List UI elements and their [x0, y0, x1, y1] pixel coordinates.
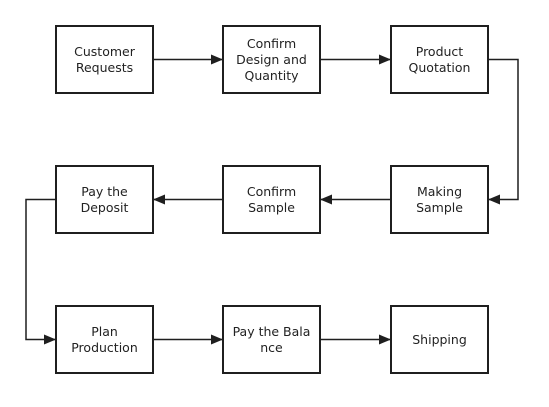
step-confirm-sample: Confirm Sample [222, 165, 321, 234]
step-label: Product Quotation [408, 43, 471, 75]
step-label: Customer Requests [74, 43, 135, 75]
step-shipping: Shipping [390, 305, 489, 374]
connector-n6-n7 [25, 198, 56, 345]
step-product-quotation: Product Quotation [390, 25, 489, 94]
step-label: Confirm Design and Quantity [236, 35, 307, 83]
step-label: Shipping [412, 331, 467, 347]
step-making-sample: Making Sample [390, 165, 489, 234]
connector-n3-n4 [488, 58, 519, 205]
step-pay-deposit: Pay the Deposit [55, 165, 154, 234]
step-label: Confirm Sample [246, 183, 297, 215]
step-label: Pay the Deposit [80, 183, 129, 215]
step-customer-requests: Customer Requests [55, 25, 154, 94]
step-confirm-design-quantity: Confirm Design and Quantity [222, 25, 321, 94]
step-label: Plan Production [71, 323, 138, 355]
step-plan-production: Plan Production [55, 305, 154, 374]
step-label: Pay the Bala nce [232, 323, 311, 355]
step-pay-balance: Pay the Bala nce [222, 305, 321, 374]
step-label: Making Sample [416, 183, 463, 215]
